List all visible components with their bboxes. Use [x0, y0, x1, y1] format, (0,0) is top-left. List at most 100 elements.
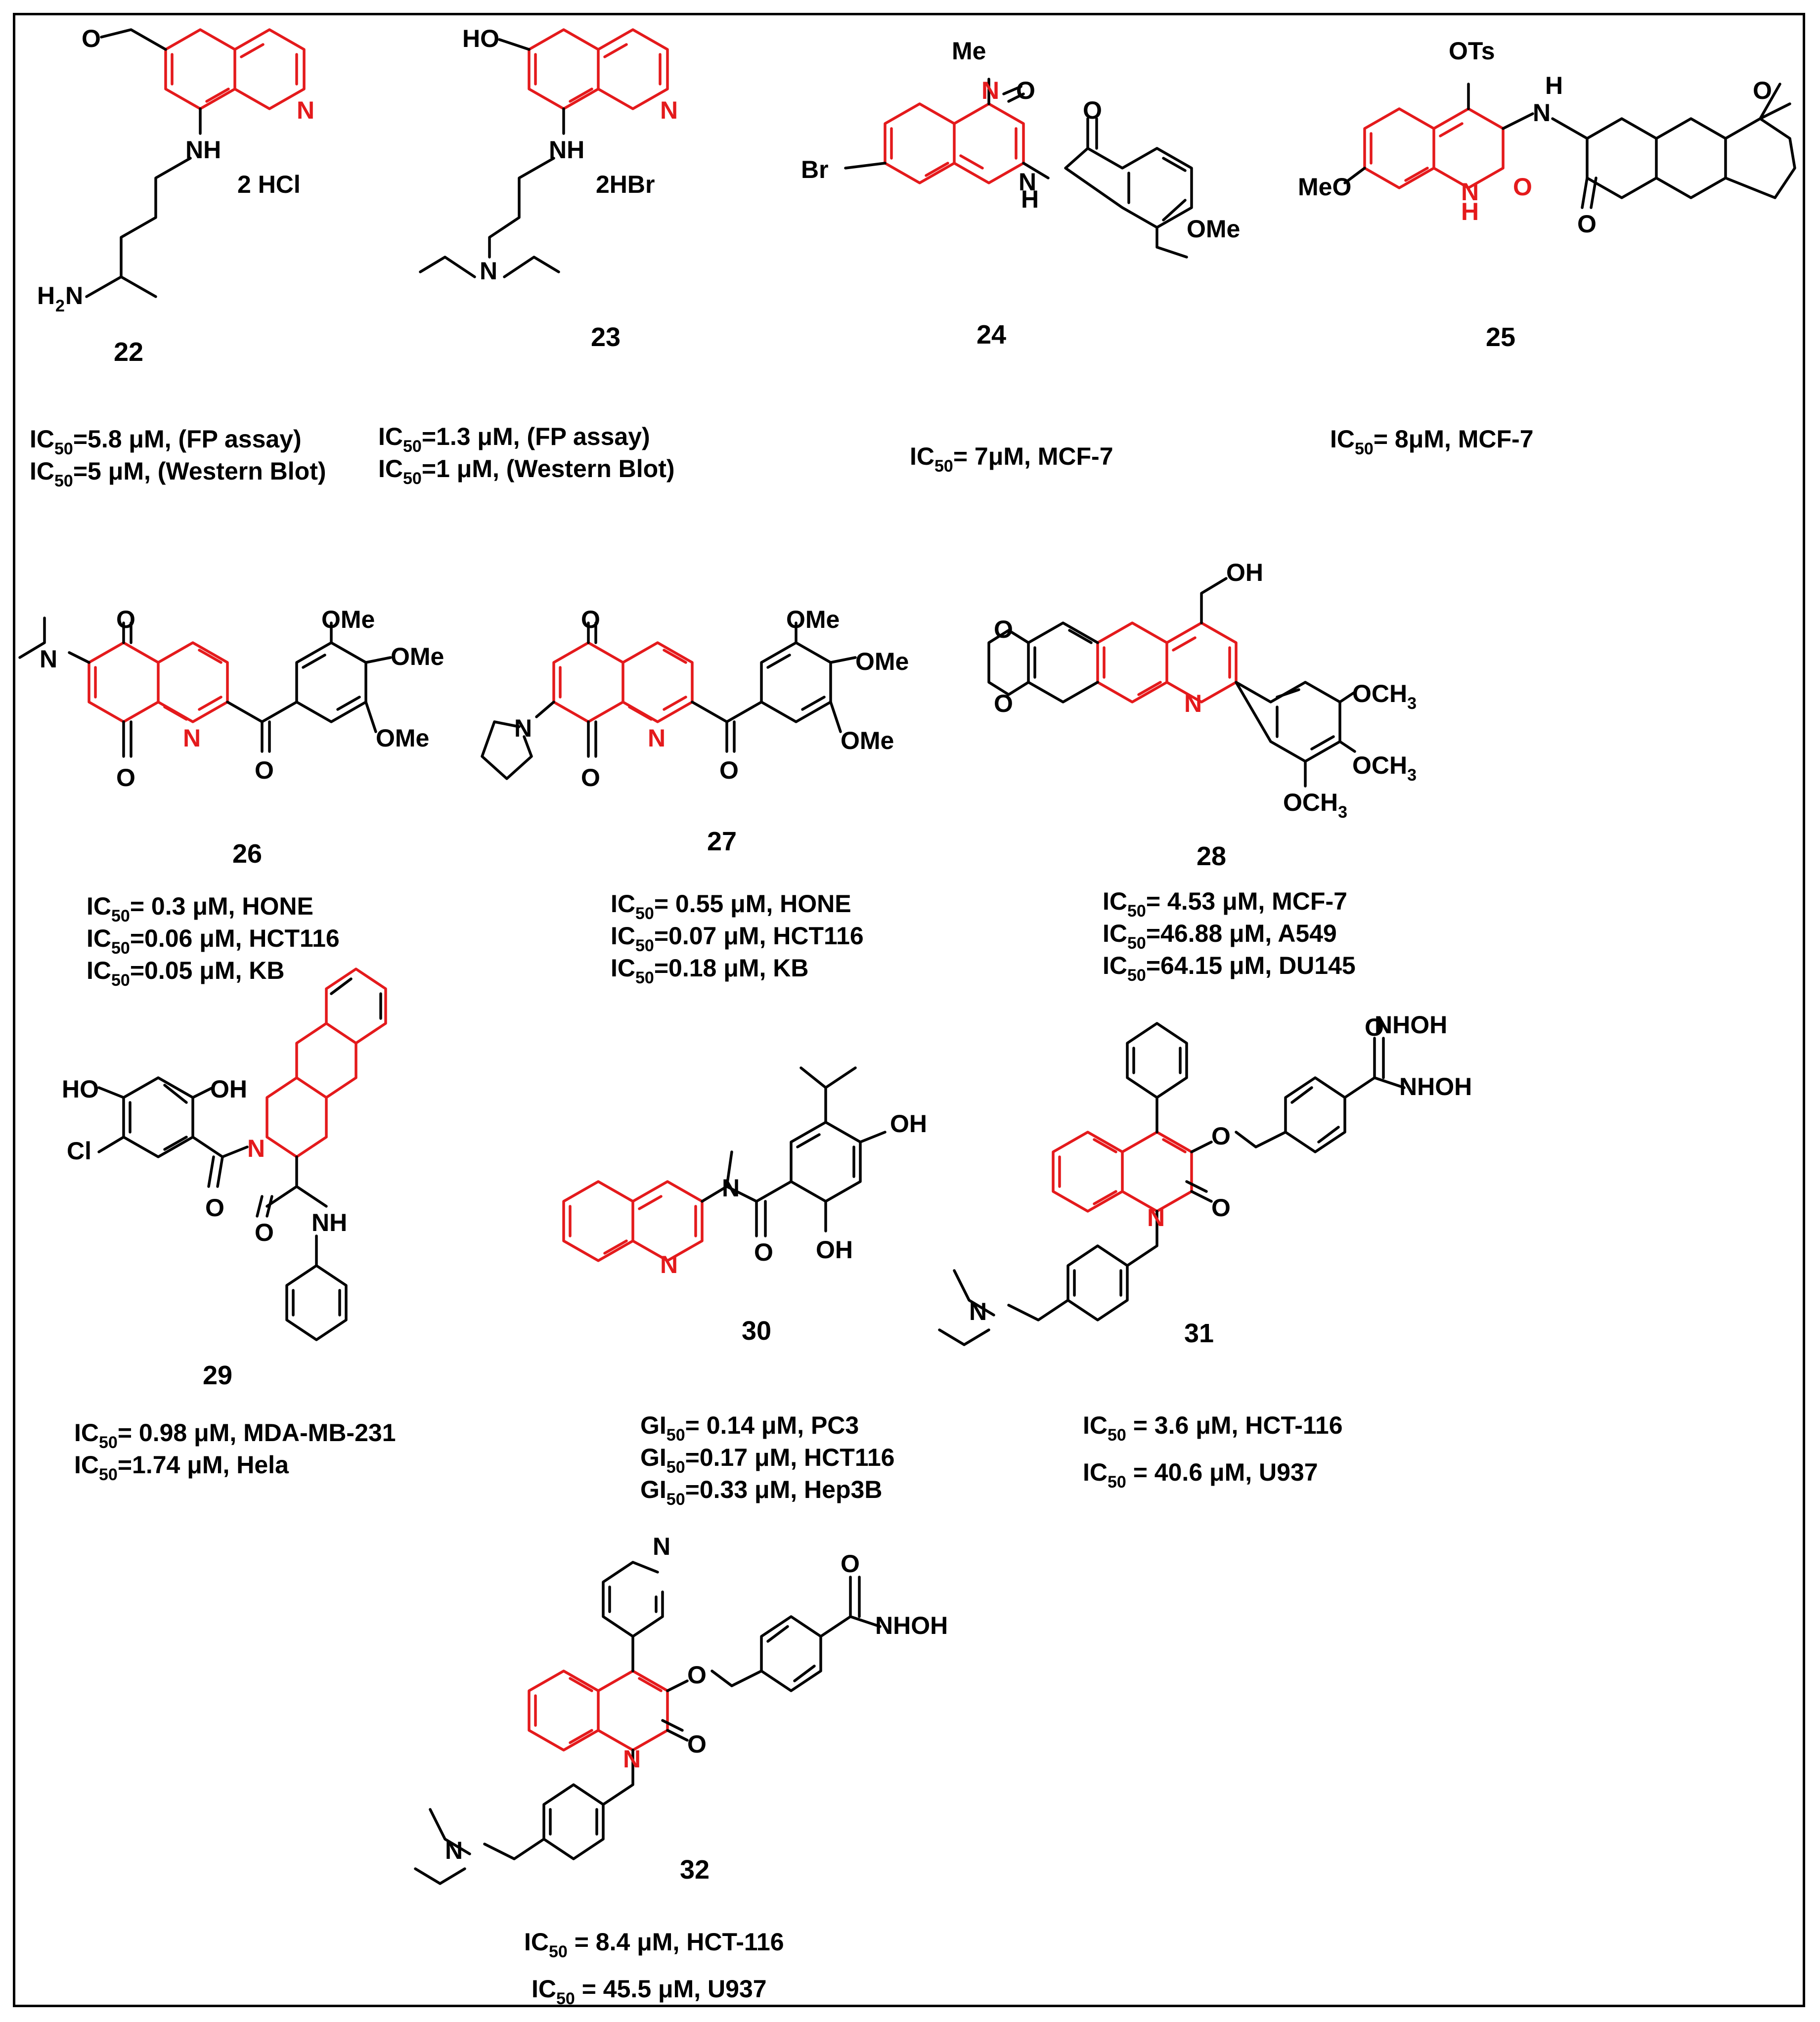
atom-label: NH [311, 1209, 347, 1236]
atom-label: 2 [55, 297, 65, 315]
atom-label: O [116, 606, 135, 633]
atom-label: OMe [786, 606, 840, 633]
svg-text:IC50= 0.98 μM, MDA-MB-231: IC50= 0.98 μM, MDA-MB-231 [74, 1419, 396, 1452]
atom-label: H [1461, 198, 1479, 225]
atom-label: O [1577, 210, 1597, 238]
compound-23-structure: HO N NH N 2HBr [419, 25, 678, 285]
atom-label: HO [62, 1075, 99, 1103]
svg-text:GI50= 0.14 μM, PC3: GI50= 0.14 μM, PC3 [640, 1411, 859, 1445]
atom-label: O [581, 606, 600, 633]
atom-label: O [1211, 1194, 1231, 1222]
compound-32-structure: N O NHOH O N O N [414, 1533, 948, 1885]
svg-text:IC50=1.3 μM, (FP assay): IC50=1.3 μM, (FP assay) [378, 423, 650, 456]
atom-label: O [1211, 1122, 1231, 1150]
atom-label: N [1533, 99, 1551, 127]
atom-label: NH [185, 136, 221, 164]
atom-label: NH [549, 136, 584, 164]
atom-label: OMe [321, 606, 375, 633]
atom-label: OMe [855, 648, 909, 675]
atom-label: O [1016, 77, 1035, 104]
atom-label: N [981, 77, 999, 104]
atom-label: N [247, 1135, 265, 1162]
compound-31-structure: O NHOH NHOH O N O N [938, 1011, 1472, 1346]
atom-label: OMe [841, 727, 894, 754]
atom-label: O [116, 764, 135, 791]
atom-label: HO [462, 25, 499, 52]
compound-28-number: 28 [1197, 841, 1226, 871]
atom-label: N [183, 724, 201, 752]
atom-label: O [255, 756, 274, 784]
atom-label: OTs [1449, 37, 1495, 65]
atom-label: O [994, 615, 1013, 643]
atom-label: N [297, 96, 314, 124]
atom-label: N [514, 714, 532, 742]
atom-label: N [722, 1174, 740, 1202]
atom-label: Br [801, 156, 829, 183]
compound-27-structure: O N O N O OMe OMe OMe [481, 606, 909, 791]
compound-26-activity: IC50= 0.3 μM, HONE IC50=0.06 μM, HCT116 … [87, 892, 340, 990]
svg-text:GI50=0.33 μM, Hep3B: GI50=0.33 μM, Hep3B [640, 1476, 882, 1509]
svg-text:IC50=1.74 μM, Hela: IC50=1.74 μM, Hela [74, 1451, 289, 1484]
atom-label: O [1753, 77, 1772, 104]
atom-label: OH [1226, 559, 1263, 586]
svg-text:IC50=64.15 μM, DU145: IC50=64.15 μM, DU145 [1103, 952, 1356, 985]
svg-text:IC50 = 8.4 μM, HCT-116: IC50 = 8.4 μM, HCT-116 [524, 1928, 784, 1961]
svg-text:IC50=46.88 μM, A549: IC50=46.88 μM, A549 [1103, 920, 1337, 953]
atom-label: N [1184, 690, 1202, 717]
figure-border [13, 13, 1805, 2007]
atom-label: OMe [391, 643, 444, 670]
svg-text:IC50=5 μM, (Western Blot): IC50=5 μM, (Western Blot) [30, 457, 326, 490]
compound-25-number: 25 [1486, 322, 1515, 352]
atom-label: N [445, 1837, 463, 1864]
atom-label: N [660, 1251, 678, 1278]
svg-text:IC50=0.06 μM, HCT116: IC50=0.06 μM, HCT116 [87, 924, 340, 958]
compound-27-number: 27 [707, 827, 737, 856]
compound-28-activity: IC50= 4.53 μM, MCF-7 IC50=46.88 μM, A549… [1103, 887, 1356, 985]
atom-label: NHOH [875, 1612, 948, 1639]
atom-label: H [1021, 185, 1039, 213]
compound-24-structure: Me N O Br O N H OMe [801, 37, 1240, 259]
atom-label: H [37, 282, 55, 309]
compound-25-structure: OTs H N O MeO N H O O [1298, 37, 1796, 238]
salt-label: 2HBr [596, 171, 655, 198]
compound-30-activity: GI50= 0.14 μM, PC3 GI50=0.17 μM, HCT116 … [640, 1411, 894, 1509]
atom-label: H [1545, 72, 1563, 99]
atom-label: N [1147, 1204, 1165, 1231]
compound-26-number: 26 [232, 839, 262, 869]
svg-text:IC50=0.18 μM, KB: IC50=0.18 μM, KB [611, 954, 808, 987]
atom-label: N [65, 282, 83, 309]
atom-label: OMe [1187, 215, 1240, 243]
atom-label: OH [816, 1236, 853, 1264]
svg-text:IC50 = 40.6 μM, U937: IC50 = 40.6 μM, U937 [1083, 1458, 1318, 1492]
compound-32-number: 32 [680, 1855, 710, 1885]
atom-label: OMe [376, 724, 429, 752]
compound-22-structure: O N NH H 2 N 2 HCl [37, 25, 314, 315]
compound-29-activity: IC50= 0.98 μM, MDA-MB-231 IC50=1.74 μM, … [74, 1419, 396, 1484]
atom-label: O [687, 1661, 707, 1689]
atom-label: O [1365, 1013, 1384, 1041]
compound-31-number: 31 [1184, 1319, 1214, 1348]
atom-label: O [719, 756, 739, 784]
svg-text:IC50= 4.53 μM, MCF-7: IC50= 4.53 μM, MCF-7 [1103, 887, 1347, 921]
svg-text:IC50=0.07 μM, HCT116: IC50=0.07 μM, HCT116 [611, 922, 864, 955]
svg-text:IC50=0.05 μM, KB: IC50=0.05 μM, KB [87, 957, 284, 990]
compound-23-activity: IC50=1.3 μM, (FP assay) IC50=1 μM, (West… [378, 423, 675, 488]
atom-label: NHOH [1399, 1073, 1472, 1100]
svg-text:IC50= 0.55 μM, HONE: IC50= 0.55 μM, HONE [611, 890, 851, 923]
atom-label: O [1513, 173, 1532, 201]
compound-27-activity: IC50= 0.55 μM, HONE IC50=0.07 μM, HCT116… [611, 890, 864, 987]
svg-text:IC50=1 μM, (Western Blot): IC50=1 μM, (Western Blot) [378, 455, 675, 488]
atom-label: O [687, 1730, 707, 1758]
atom-label: N [40, 645, 57, 673]
compound-30-number: 30 [742, 1316, 771, 1346]
compound-32-activity: IC50 = 8.4 μM, HCT-116 IC50 = 45.5 μM, U… [524, 1928, 784, 2008]
salt-label: 2 HCl [237, 171, 301, 198]
svg-text:GI50=0.17 μM, HCT116: GI50=0.17 μM, HCT116 [640, 1444, 894, 1477]
compound-24-activity: IC50= 7μM, MCF-7 [910, 442, 1113, 476]
atom-label: MeO [1298, 173, 1351, 201]
svg-text:IC50= 0.3 μM, HONE: IC50= 0.3 μM, HONE [87, 892, 313, 925]
compound-22-number: 22 [114, 337, 143, 367]
atom-label: Cl [67, 1137, 91, 1165]
atom-label: O [255, 1219, 274, 1246]
